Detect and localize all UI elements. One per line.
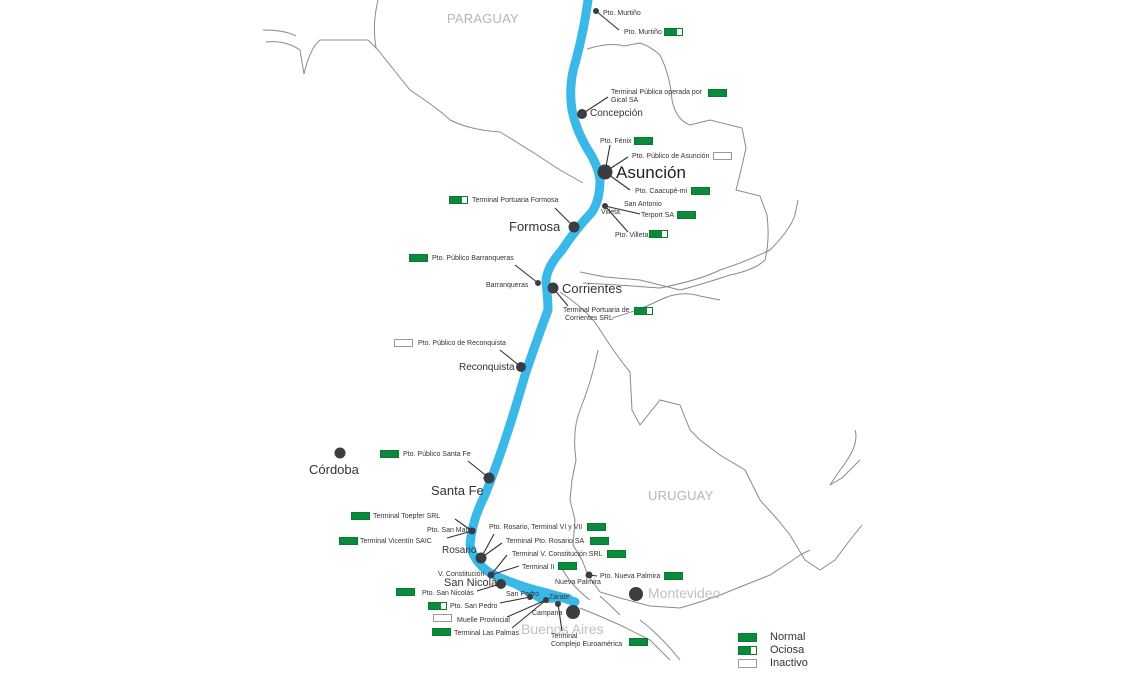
- legend: Normal Ociosa Inactivo: [738, 631, 858, 670]
- place-label-pto-san-martin: Pto. San Martín: [427, 527, 476, 534]
- status-box-normal: [351, 512, 370, 520]
- status-box-inactivo: [394, 339, 413, 347]
- legend-label-inactivo: Inactivo: [770, 657, 808, 669]
- city-label-santa-fe: Santa Fe: [431, 483, 484, 498]
- port-label-pto-rosario-terminal-vi-vii: Pto. Rosario, Terminal VI y VII: [489, 524, 583, 531]
- port-label-terminal-ii: Terminal II: [522, 564, 555, 571]
- port-label-pto-nueva-palmira: Pto. Nueva Palmira: [600, 573, 661, 580]
- status-box-normal: [691, 187, 710, 195]
- status-box-normal: [629, 638, 648, 646]
- status-box-normal: [339, 537, 358, 545]
- country-label-paraguay: PARAGUAY: [447, 11, 519, 26]
- country-borders: [262, 0, 863, 661]
- status-box-normal: [677, 211, 696, 219]
- legend-item-normal: Normal: [738, 631, 858, 644]
- place-label-pto-murtino: Pto. Murtiño: [603, 10, 641, 17]
- city-label-montevideo: Montevideo: [648, 585, 721, 601]
- port-label-terport-sa: Terport SA: [641, 212, 675, 219]
- status-box-ociosa: [449, 196, 468, 204]
- port-label-terminal-portuaria-corrientes: Terminal Portuaria de: [563, 307, 630, 314]
- place-label-san-pedro: San Pedro: [506, 591, 540, 598]
- port-label-pto-publico-santa-fe: Pto. Público Santa Fe: [403, 451, 471, 458]
- status-box-ociosa: [634, 307, 653, 315]
- port-label-terminal-complejo-euroamerica: Terminal: [551, 633, 578, 640]
- river-delta: [500, 580, 578, 603]
- status-box-ociosa: [664, 28, 683, 36]
- legend-item-ociosa: Ociosa: [738, 644, 858, 657]
- place-label-nueva-palmira: Nueva Palmira: [555, 579, 601, 586]
- port-label-terminal-portuaria-corrientes-line2: Corrientes SRL: [565, 315, 613, 322]
- place-label-zarate: Zárate: [549, 594, 570, 601]
- port-label-pto-caacupe-mi: Pto. Caacupé-mí: [635, 188, 688, 195]
- port-label-terminal-toepfer: Terminal Toepfer SRL: [373, 513, 441, 520]
- parana-paraguay-river: [465, 0, 605, 607]
- city-label-san-nicolas: San Nicolás: [444, 577, 503, 589]
- status-box-normal: [664, 572, 683, 580]
- legend-label-normal: Normal: [770, 631, 806, 643]
- city-label-rosario: Rosario: [442, 545, 477, 556]
- port-label-pto-san-pedro: Pto. San Pedro: [450, 603, 498, 610]
- status-box-normal: [590, 537, 609, 545]
- port-label-terminal-portuaria-formosa: Terminal Portuaria Formosa: [472, 197, 559, 204]
- city-label-concepcion: Concepción: [590, 108, 643, 119]
- city-label-reconquista: Reconquista: [459, 362, 515, 373]
- legend-swatch-inactivo: [738, 659, 757, 668]
- status-box-normal: [396, 588, 415, 596]
- place-label-v-constitucion: V. Constitución: [438, 571, 485, 578]
- legend-label-ociosa: Ociosa: [770, 644, 805, 656]
- status-box-normal: [607, 550, 626, 558]
- status-box-normal: [587, 523, 606, 531]
- status-box-normal: [634, 137, 653, 145]
- port-label-pto-murtino: Pto. Murtiño: [624, 29, 662, 36]
- port-label-terminal-complejo-euroamerica-line2: Complejo Euroamérica: [551, 641, 623, 648]
- place-label-barranqueras: Barranqueras: [486, 282, 529, 289]
- status-box-normal: [380, 450, 399, 458]
- port-label-terminal-vicentin: Terminal Vicentín SAIC: [360, 538, 432, 545]
- city-label-buenos-aires: Buenos Aires: [521, 621, 604, 637]
- port-label-terminal-publica-gical-line2: Gical SA: [611, 97, 639, 104]
- country-label-uruguay: URUGUAY: [648, 488, 714, 503]
- status-box-normal: [558, 562, 577, 570]
- port-label-terminal-las-palmas: Terminal Las Palmas: [454, 630, 519, 637]
- place-label-villeta: Villeta: [601, 209, 620, 216]
- port-dots: [334, 8, 643, 619]
- port-label-pto-villeta: Pto. Villeta: [615, 232, 649, 239]
- port-label-pto-publico-barranqueras: Pto. Público Barranqueras: [432, 255, 514, 262]
- city-label-corrientes: Corrientes: [562, 281, 622, 296]
- legend-item-inactivo: Inactivo: [738, 657, 858, 670]
- place-label-san-antonio: San Antonio: [624, 201, 662, 208]
- status-box-normal: [708, 89, 727, 97]
- port-label-pto-fenix: Pto. Fénix: [600, 138, 632, 145]
- city-label-asuncion: Asunción: [616, 163, 686, 182]
- status-box-ociosa: [649, 230, 668, 238]
- status-box-normal: [432, 628, 451, 636]
- status-box-inactivo: [713, 152, 732, 160]
- legend-swatch-ociosa: [738, 646, 757, 655]
- port-label-pto-publico-asuncion: Pto. Público de Asunción: [632, 153, 710, 160]
- port-label-pto-san-nicolas: Pto. San Nicolás: [422, 590, 474, 597]
- status-box-normal: [409, 254, 428, 262]
- place-label-campana: Campana: [532, 610, 563, 617]
- city-label-cordoba: Córdoba: [309, 462, 359, 477]
- status-box-inactivo: [433, 614, 452, 622]
- port-label-terminal-pto-rosario: Terminal Pto. Rosario SA: [506, 538, 585, 545]
- city-label-formosa: Formosa: [509, 219, 561, 234]
- status-box-ociosa: [428, 602, 447, 610]
- port-label-muelle-provincial: Muelle Provincial: [457, 617, 510, 624]
- port-label-terminal-v-constitucion: Terminal V. Constitución SRL: [512, 551, 603, 558]
- port-label-terminal-publica-gical: Terminal Pública operada por: [611, 89, 703, 96]
- legend-swatch-normal: [738, 633, 757, 642]
- port-label-pto-publico-reconquista: Pto. Público de Reconquista: [418, 340, 506, 347]
